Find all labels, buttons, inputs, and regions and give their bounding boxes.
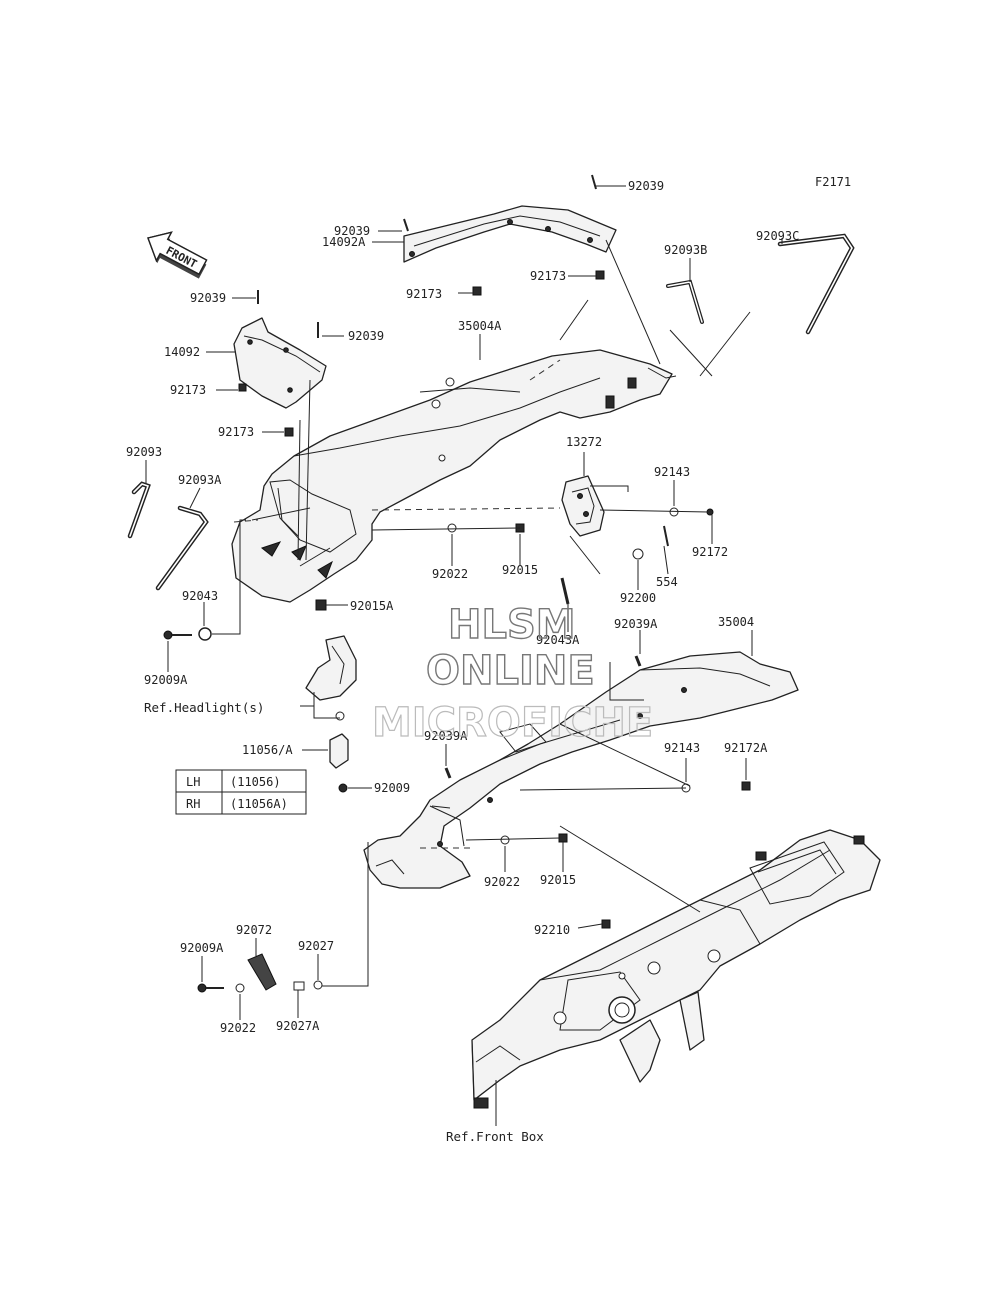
label-13272: 13272 xyxy=(566,435,602,449)
label-92072: 92072 xyxy=(236,923,272,937)
collar-92027a xyxy=(293,981,305,991)
bolt-92039-a xyxy=(403,218,409,232)
label-92043a: 92043A xyxy=(536,633,580,647)
label-92172: 92172 xyxy=(692,545,728,559)
bolt-92039a-a xyxy=(634,655,642,667)
label-92200: 92200 xyxy=(620,591,656,605)
label-554: 554 xyxy=(656,575,678,589)
leader-lines xyxy=(145,185,783,1126)
nut-92173-d xyxy=(284,427,294,437)
bolt-92039-b xyxy=(591,174,597,190)
nut-92172a xyxy=(741,781,751,791)
label-92143: 92143 xyxy=(654,465,690,479)
lhrh-table: LH (11056) RH (11056A) xyxy=(175,769,307,815)
bolt-92009a-upper xyxy=(163,630,192,640)
label-92093: 92093 xyxy=(126,445,162,459)
label-11056a: 11056/A xyxy=(242,743,293,757)
label-14092: 14092 xyxy=(164,345,200,359)
label-92009: 92009 xyxy=(374,781,410,795)
part-labels: 92039 92039 14092A 92173 92173 92039 920… xyxy=(126,179,799,1144)
table-rh-side: RH xyxy=(186,797,200,811)
table-lh-part: (11056) xyxy=(230,775,281,789)
label-92172a: 92172A xyxy=(724,741,768,755)
label-92173: 92173 xyxy=(170,383,206,397)
label-92015a: 92015A xyxy=(350,599,394,613)
label-92022: 92022 xyxy=(484,875,520,889)
label-35004: 35004 xyxy=(718,615,754,629)
label-92093b: 92093B xyxy=(664,243,707,257)
grommet-92043 xyxy=(198,627,212,641)
bracket-13272 xyxy=(561,475,605,537)
label-92022: 92022 xyxy=(432,567,468,581)
nut-92015-b xyxy=(558,833,568,843)
watermark: HLSM ONLINE MICROFICHE xyxy=(371,601,653,746)
label-92093c: 92093C xyxy=(756,229,799,243)
seal-92093a xyxy=(155,505,209,591)
diagram-code: F2171 xyxy=(815,175,851,189)
pin-554 xyxy=(663,525,669,547)
watermark-line-3: MICROFICHE xyxy=(372,700,653,746)
nut-92173-b xyxy=(595,270,605,280)
label-92039: 92039 xyxy=(628,179,664,193)
label-14092a: 14092A xyxy=(322,235,366,249)
label-92039a: 92039A xyxy=(424,729,468,743)
label-92027a: 92027A xyxy=(276,1019,320,1033)
label-92039: 92039 xyxy=(334,224,370,238)
label-92173: 92173 xyxy=(406,287,442,301)
upper-cover-35004a xyxy=(231,349,677,603)
label-92027: 92027 xyxy=(298,939,334,953)
label-92173: 92173 xyxy=(530,269,566,283)
washer-92022-a xyxy=(447,523,457,533)
label-92173: 92173 xyxy=(218,425,254,439)
label-92009a: 92009A xyxy=(180,941,224,955)
bolt-92009a-lower xyxy=(197,983,224,993)
bracket-11056 xyxy=(329,733,349,769)
label-35004a: 35004A xyxy=(458,319,502,333)
watermark-line-1: HLSM xyxy=(448,602,576,648)
washer-92200 xyxy=(632,548,644,560)
label-92039: 92039 xyxy=(190,291,226,305)
washer-92022-b xyxy=(500,835,510,845)
table-lh-side: LH xyxy=(186,775,200,789)
clip-92072 xyxy=(247,953,277,991)
bolt-92009 xyxy=(338,783,348,793)
label-92022: 92022 xyxy=(220,1021,256,1035)
label-92009a: 92009A xyxy=(144,673,188,687)
washer-92022-c xyxy=(235,983,245,993)
label-92015: 92015 xyxy=(540,873,576,887)
front-arrow-icon: FRONT xyxy=(147,231,208,279)
bolt-92043a xyxy=(560,577,570,605)
lower-cover-35004 xyxy=(363,651,799,889)
side-cover-14092 xyxy=(233,317,327,409)
label-92039: 92039 xyxy=(348,329,384,343)
label-92043: 92043 xyxy=(182,589,218,603)
label-92210: 92210 xyxy=(534,923,570,937)
clip-92210 xyxy=(601,919,611,929)
washer-92143-a xyxy=(669,507,679,517)
label-92143: 92143 xyxy=(664,741,700,755)
label-92039a: 92039A xyxy=(614,617,658,631)
nut-92173-c xyxy=(238,383,247,392)
label-92015: 92015 xyxy=(502,563,538,577)
side-cover-14092a xyxy=(403,205,617,263)
washer-92027 xyxy=(313,980,323,990)
label-92093a: 92093A xyxy=(178,473,222,487)
table-rh-part: (11056A) xyxy=(230,797,288,811)
bolt-92039a-b xyxy=(444,767,452,779)
nut-92173-a xyxy=(472,286,482,296)
dashed-lines xyxy=(233,359,561,849)
ref-headlight: Ref.Headlight(s) xyxy=(144,700,264,715)
front-box xyxy=(471,829,881,1109)
ref-front-box: Ref.Front Box xyxy=(446,1129,544,1144)
nut-92015a xyxy=(315,599,327,611)
watermark-line-2: ONLINE xyxy=(426,648,595,694)
seal-92093b xyxy=(666,279,704,324)
